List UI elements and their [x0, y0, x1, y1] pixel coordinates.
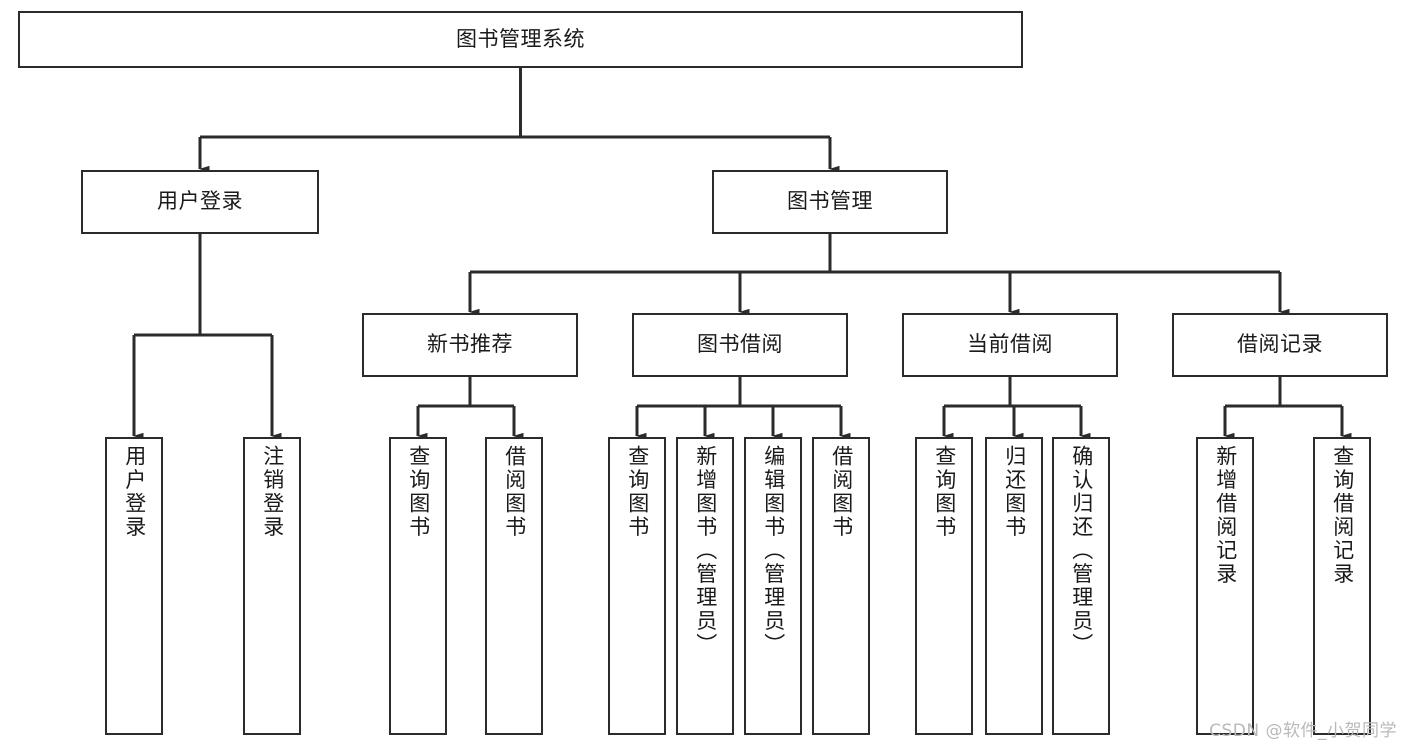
- node-leaf-add-book[interactable]: 新增图书（管理员）: [676, 437, 734, 735]
- node-label: 查询图书: [932, 445, 957, 539]
- node-label: 新增图书（管理员）: [693, 445, 718, 657]
- node-label: 用户登录: [157, 189, 243, 214]
- node-label: 确认归还（管理员）: [1069, 445, 1094, 657]
- node-borrow-record[interactable]: 借阅记录: [1172, 313, 1388, 377]
- node-current-borrow[interactable]: 当前借阅: [902, 313, 1118, 377]
- node-leaf-edit-book[interactable]: 编辑图书（管理员）: [744, 437, 802, 735]
- node-label: 查询借阅记录: [1330, 445, 1355, 586]
- node-book-manage[interactable]: 图书管理: [712, 170, 948, 234]
- node-label: 当前借阅: [967, 332, 1053, 357]
- node-leaf-query-record[interactable]: 查询借阅记录: [1313, 437, 1371, 735]
- node-label: 编辑图书（管理员）: [761, 445, 786, 657]
- node-label: 注销登录: [260, 445, 285, 539]
- node-new-book-rec[interactable]: 新书推荐: [362, 313, 578, 377]
- node-leaf-return-book[interactable]: 归还图书: [985, 437, 1043, 735]
- node-label: 借阅记录: [1237, 332, 1323, 357]
- node-leaf-query-book-rec[interactable]: 查询图书: [389, 437, 447, 735]
- node-label: 图书借阅: [697, 332, 783, 357]
- node-book-borrow[interactable]: 图书借阅: [632, 313, 848, 377]
- node-leaf-borrow-book-rec[interactable]: 借阅图书: [485, 437, 543, 735]
- node-leaf-confirm-return[interactable]: 确认归还（管理员）: [1052, 437, 1110, 735]
- node-label: 查询图书: [625, 445, 650, 539]
- node-leaf-borrow-book[interactable]: 借阅图书: [812, 437, 870, 735]
- node-label: 用户登录: [122, 445, 147, 539]
- connector-paths: [132, 68, 1352, 440]
- node-label: 图书管理: [787, 189, 873, 214]
- node-leaf-user-login[interactable]: 用户登录: [105, 437, 163, 735]
- node-leaf-logout[interactable]: 注销登录: [243, 437, 301, 735]
- watermark-label: CSDN @软件_小贺同学: [1209, 721, 1397, 741]
- node-label: 新书推荐: [427, 332, 513, 357]
- node-label: 借阅图书: [829, 445, 854, 539]
- node-label: 归还图书: [1002, 445, 1027, 539]
- node-leaf-add-record[interactable]: 新增借阅记录: [1196, 437, 1254, 735]
- node-user-login[interactable]: 用户登录: [81, 170, 319, 234]
- node-label: 图书管理系统: [456, 26, 585, 51]
- node-leaf-query-book-borrow[interactable]: 查询图书: [608, 437, 666, 735]
- node-root[interactable]: 图书管理系统: [18, 11, 1023, 68]
- node-label: 新增借阅记录: [1213, 445, 1238, 586]
- node-label: 借阅图书: [502, 445, 527, 539]
- node-label: 查询图书: [406, 445, 431, 539]
- node-leaf-query-book-cur[interactable]: 查询图书: [915, 437, 973, 735]
